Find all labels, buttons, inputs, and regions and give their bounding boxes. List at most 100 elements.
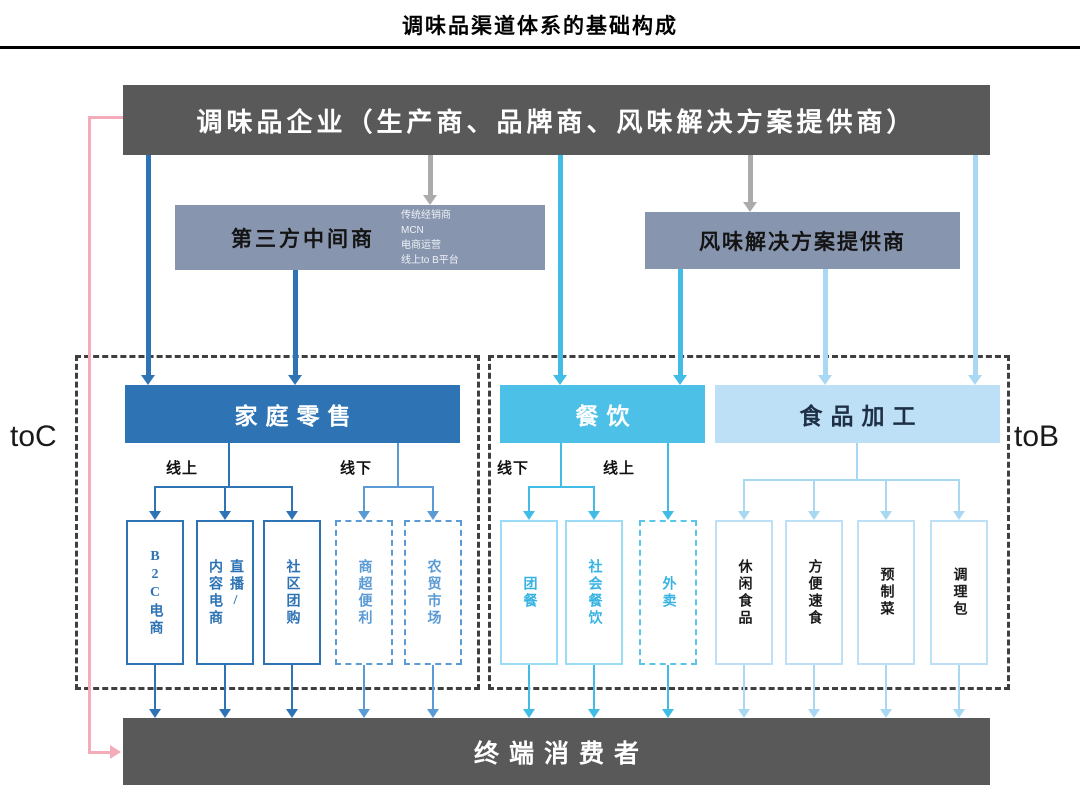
middleman-sublabel: 传统经销商	[401, 209, 451, 221]
home-online-drop-head	[149, 511, 161, 520]
home-offline-drop-head	[358, 511, 370, 520]
arrow-direct-to-consumer-bottom-segment	[88, 751, 112, 754]
catering-offline-stub	[560, 443, 562, 488]
arrow-channel-to-consumer-head	[880, 709, 892, 718]
food-drop-head	[808, 511, 820, 520]
food-drop-line	[885, 480, 887, 512]
arrow-channel-to-consumer-line	[363, 665, 365, 710]
home-online-drop-head	[219, 511, 231, 520]
arrow-channel-to-consumer-line	[154, 665, 156, 710]
consumer-box: 终端消费者	[123, 718, 990, 785]
home-online-drop-line	[224, 487, 226, 512]
arrow-enterprise-to-food-line	[973, 155, 978, 376]
home-offline-drop-line	[432, 487, 434, 512]
channel-seasoning-pack: 调理包	[930, 520, 988, 665]
channel-instant-food: 方便速食	[785, 520, 843, 665]
arrow-channel-to-consumer-line	[224, 665, 226, 710]
flavor-provider-label: 风味解决方案提供商	[699, 229, 906, 254]
arrow-channel-to-consumer-line	[432, 665, 434, 710]
arrow-flavor-to-catering-line	[678, 269, 683, 376]
arrow-middleman-to-home-retail-head	[288, 375, 302, 385]
channel-prepared-dishes: 预制菜	[857, 520, 915, 665]
arrow-direct-to-consumer-head	[110, 745, 121, 759]
food-processing-label: 食品加工	[799, 404, 924, 429]
channel-label: 休闲食品	[736, 558, 752, 627]
arrow-enterprise-to-food-head	[968, 375, 982, 385]
food-drop-head	[880, 511, 892, 520]
channel-group-dining: 团餐	[500, 520, 558, 665]
arrow-enterprise-to-flavor-line	[748, 155, 753, 203]
food-drop-line	[958, 480, 960, 512]
tob-label: toB	[1014, 420, 1060, 453]
food-drop-head	[953, 511, 965, 520]
food-drop-head	[738, 511, 750, 520]
home-offline-drop-line	[363, 487, 365, 512]
home-offline-rail	[363, 486, 434, 488]
catering-online-drop-line	[667, 443, 669, 512]
enterprise-box: 调味品企业（生产商、品牌商、风味解决方案提供商）	[123, 85, 990, 155]
arrow-channel-to-consumer-line	[743, 665, 745, 710]
page-title: 调味品渠道体系的基础构成	[402, 14, 678, 38]
arrow-enterprise-to-middleman-line	[428, 155, 433, 196]
channel-label: 方便速食	[806, 558, 822, 627]
arrow-enterprise-to-home-retail-line	[146, 155, 151, 376]
arrow-channel-to-consumer-line	[291, 665, 293, 710]
channel-farmers-market: 农贸市场	[404, 520, 462, 665]
arrow-channel-to-consumer-head	[662, 709, 674, 718]
channel-label: 社会餐饮	[586, 558, 602, 627]
flavor-provider-box: 风味解决方案提供商	[645, 212, 960, 269]
arrow-direct-to-consumer-vertical-segment	[88, 116, 91, 754]
catering-offline-drop-line	[593, 487, 595, 512]
tob-zone	[488, 355, 1010, 690]
arrow-middleman-to-home-retail-line	[293, 270, 298, 376]
arrow-flavor-to-food-line	[823, 269, 828, 376]
home-offline-label: 线下	[340, 461, 373, 477]
arrow-enterprise-to-catering-line	[558, 155, 563, 376]
consumer-label: 终端消费者	[473, 740, 649, 768]
channel-supermarket-convenience: 商超便利	[335, 520, 393, 665]
arrow-enterprise-to-home-retail-head	[141, 375, 155, 385]
channel-label: 农贸市场	[425, 558, 441, 627]
channel-takeout: 外卖	[639, 520, 697, 665]
toc-label: toC	[10, 420, 57, 453]
arrow-channel-to-consumer-line	[885, 665, 887, 710]
food-drop-line	[813, 480, 815, 512]
arrow-channel-to-consumer-head	[953, 709, 965, 718]
home-online-drop-line	[154, 487, 156, 512]
home-online-label: 线上	[166, 461, 199, 477]
channel-leisure-food: 休闲食品	[715, 520, 773, 665]
catering-offline-label: 线下	[497, 461, 530, 477]
food-drop-line	[743, 480, 745, 512]
title-underline	[0, 46, 1080, 49]
middleman-sublabels: 传统经销商 MCN 电商运营 线上to B平台	[401, 208, 459, 268]
arrow-flavor-to-food-head	[818, 375, 832, 385]
channel-label: 预制菜	[878, 567, 894, 618]
arrow-channel-to-consumer-line	[813, 665, 815, 710]
channel-label: 调理包	[951, 567, 967, 618]
home-online-rail	[154, 486, 293, 488]
home-offline-stub	[397, 443, 399, 488]
arrow-enterprise-to-flavor-head	[743, 202, 757, 212]
arrow-channel-to-consumer-line	[667, 665, 669, 710]
channel-label: 直播/ 内容电商	[207, 558, 243, 627]
middleman-sublabel: 电商运营	[401, 239, 441, 251]
arrow-channel-to-consumer-head	[286, 709, 298, 718]
catering-offline-rail	[528, 486, 595, 488]
arrow-channel-to-consumer-head	[738, 709, 750, 718]
channel-label: 社区团购	[284, 558, 300, 627]
enterprise-label: 调味品企业（生产商、品牌商、风味解决方案提供商）	[196, 107, 917, 137]
arrow-channel-to-consumer-head	[358, 709, 370, 718]
food-processing-header: 食品加工	[715, 385, 1000, 443]
arrow-channel-to-consumer-head	[427, 709, 439, 718]
arrow-channel-to-consumer-line	[958, 665, 960, 710]
food-rail	[743, 479, 960, 481]
arrow-direct-to-consumer-top-segment	[90, 116, 123, 119]
catering-label: 餐饮	[575, 404, 638, 429]
arrow-flavor-to-catering-head	[673, 375, 687, 385]
catering-offline-drop-line	[528, 487, 530, 512]
catering-online-drop-head	[662, 511, 674, 520]
catering-offline-drop-head	[523, 511, 535, 520]
channel-label: B2C电商	[147, 548, 163, 637]
middleman-box: 第三方中间商 传统经销商 MCN 电商运营 线上to B平台	[175, 205, 545, 270]
